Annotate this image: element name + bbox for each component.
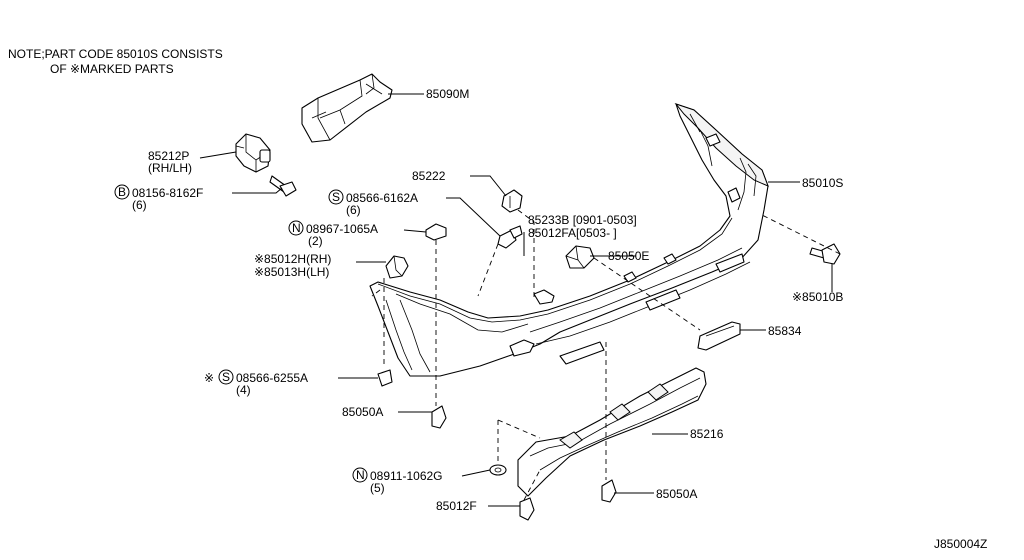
label-08967-mark: N (292, 221, 301, 235)
label-08566a-mark: S (332, 190, 340, 204)
part-85222-clip (501, 189, 523, 213)
note-line-1: NOTE;PART CODE 85010S CONSISTS (8, 47, 223, 61)
label-85050A-left: 85050A (342, 405, 383, 419)
part-08911-nut (489, 464, 507, 476)
part-85010B-bolt (809, 243, 841, 265)
n-mark-icon-2 (352, 467, 368, 483)
label-85012H: ※85012H(RH) (254, 252, 331, 266)
label-85212P: 85212P (148, 149, 189, 163)
part-85050A-right-clip (601, 479, 617, 503)
part-08566-6255A-screw (377, 369, 393, 387)
label-08156-mark: B (118, 185, 126, 199)
part-85834-reflector (697, 321, 741, 351)
label-85013H: ※85013H(LH) (254, 265, 329, 279)
part-85212P-bracket (235, 133, 271, 173)
b-mark-icon (114, 184, 130, 200)
label-85010S: 85010S (802, 176, 843, 190)
label-08566-6162A-qty: (6) (346, 203, 361, 217)
label-85012FA: 85012FA[0503- ] (528, 226, 617, 240)
note-line-2: OF ※MARKED PARTS (50, 62, 174, 76)
part-85012F-clip (519, 497, 535, 521)
label-08566-6162A: 08566-6162A (346, 191, 418, 205)
part-85012H-retainer (385, 255, 409, 279)
assembly-lines (371, 209, 841, 501)
label-08967-qty: (2) (308, 234, 323, 248)
part-85090M-bracket (301, 73, 393, 143)
leader-lines (199, 93, 833, 507)
label-85222: 85222 (412, 169, 446, 183)
s-mark-icon-2 (218, 369, 234, 385)
part-labels: 85090M 85212P (RH/LH) B 08156-8162F (6) … (114, 87, 843, 513)
s-mark-icon (328, 189, 344, 205)
label-08566b-mark: S (222, 370, 230, 384)
n-mark-icon (288, 220, 304, 236)
part-85216-lower-shield (517, 367, 707, 497)
label-85010B: ※85010B (792, 290, 843, 304)
label-08911-mark: N (356, 468, 365, 482)
label-85216: 85216 (690, 427, 724, 441)
label-85090M: 85090M (426, 87, 469, 101)
label-08566b-star: ※ (204, 371, 214, 385)
label-85050E: 85050E (608, 249, 649, 263)
label-08156-qty: (6) (132, 198, 147, 212)
part-08566-6162A-screw (497, 225, 523, 249)
part-08967-clip (425, 223, 447, 241)
part-85050A-left-clip (431, 405, 447, 429)
label-08911-qty: (5) (370, 481, 385, 495)
part-85050E-bracket (565, 245, 595, 269)
label-08156: 08156-8162F (132, 186, 203, 200)
label-08911-1062G: 08911-1062G (370, 469, 443, 483)
part-85010S-bumper-fascia (369, 102, 769, 377)
label-85233B: 85233B [0901-0503] (528, 213, 637, 227)
label-08566-6255A-qty: (4) (236, 383, 251, 397)
label-85212P-side: (RH/LH) (148, 161, 192, 175)
diagram-code: J850004Z (934, 537, 987, 551)
label-85834: 85834 (768, 324, 802, 338)
label-08967-1065A: 08967-1065A (306, 222, 378, 236)
label-08566-6255A: 08566-6255A (236, 371, 308, 385)
label-85050A-right: 85050A (656, 487, 697, 501)
part-85233B-clip (533, 289, 555, 305)
label-85012F: 85012F (436, 499, 477, 513)
